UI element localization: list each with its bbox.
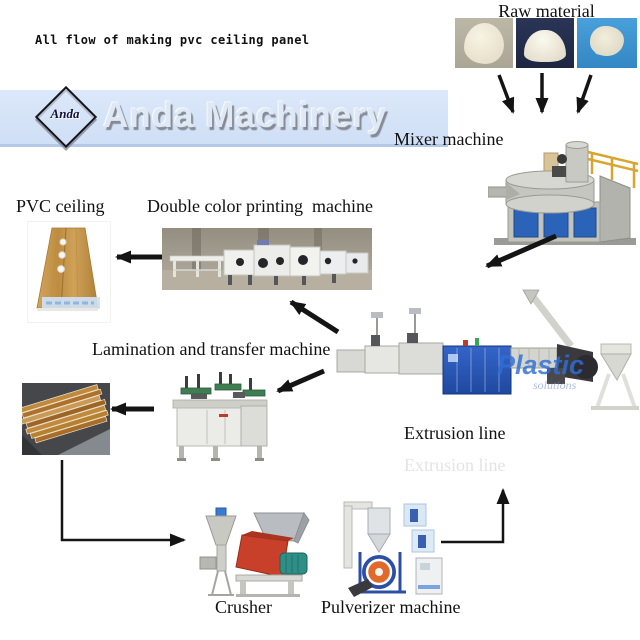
mixer-machine-image [488, 140, 640, 262]
arrow-extrusion-to-lamination [276, 368, 325, 394]
watermark-solutions: solutions [533, 378, 577, 392]
arrow-raw1-to-mixer [497, 74, 515, 114]
label-crusher: Crusher [215, 597, 272, 617]
label-raw-material: Raw material [498, 1, 595, 21]
label-lamination-machine: Lamination and transfer machine [92, 339, 331, 359]
arrow-panels-to-crusher [60, 460, 186, 547]
label-mixer-machine: Mixer machine [394, 129, 504, 149]
label-extrusion-line: Extrusion line [404, 423, 506, 443]
finished-panels-image [22, 383, 110, 455]
label-pvc-ceiling: PVC ceiling [16, 196, 105, 216]
pulverizer-machine-image [330, 500, 448, 605]
page-title: All flow of making pvc ceiling panel [35, 33, 310, 47]
arrow-pulverizer-to-extrusion [441, 488, 510, 544]
brand-name: Anda Machinery [103, 96, 388, 135]
brand-banner [0, 90, 448, 147]
label-pulverizer-machine: Pulverizer machine [321, 597, 461, 617]
arrow-raw3-to-mixer [576, 74, 593, 114]
raw-material-image-resin [455, 18, 513, 68]
extrusion-line-image: Plastic solutions [335, 288, 640, 416]
raw-material-image-powder [516, 18, 574, 68]
granule-pile [590, 26, 624, 56]
logo-text: Anda [50, 106, 80, 121]
printing-machine-image [162, 228, 372, 290]
crusher-image [196, 505, 311, 602]
lamination-machine-image [163, 368, 281, 463]
powder-pile [524, 30, 566, 62]
powder-pile [464, 23, 504, 64]
label-printing-machine: Double color printing machine [147, 196, 373, 216]
arrow-extrusion-to-printing [289, 299, 340, 335]
raw-material-image-granules [577, 18, 637, 68]
label-extrusion-line-ghost: Extrusion line [404, 455, 506, 475]
pvc-ceiling-panel-image [28, 222, 110, 322]
watermark-plastic: Plastic [497, 350, 584, 380]
